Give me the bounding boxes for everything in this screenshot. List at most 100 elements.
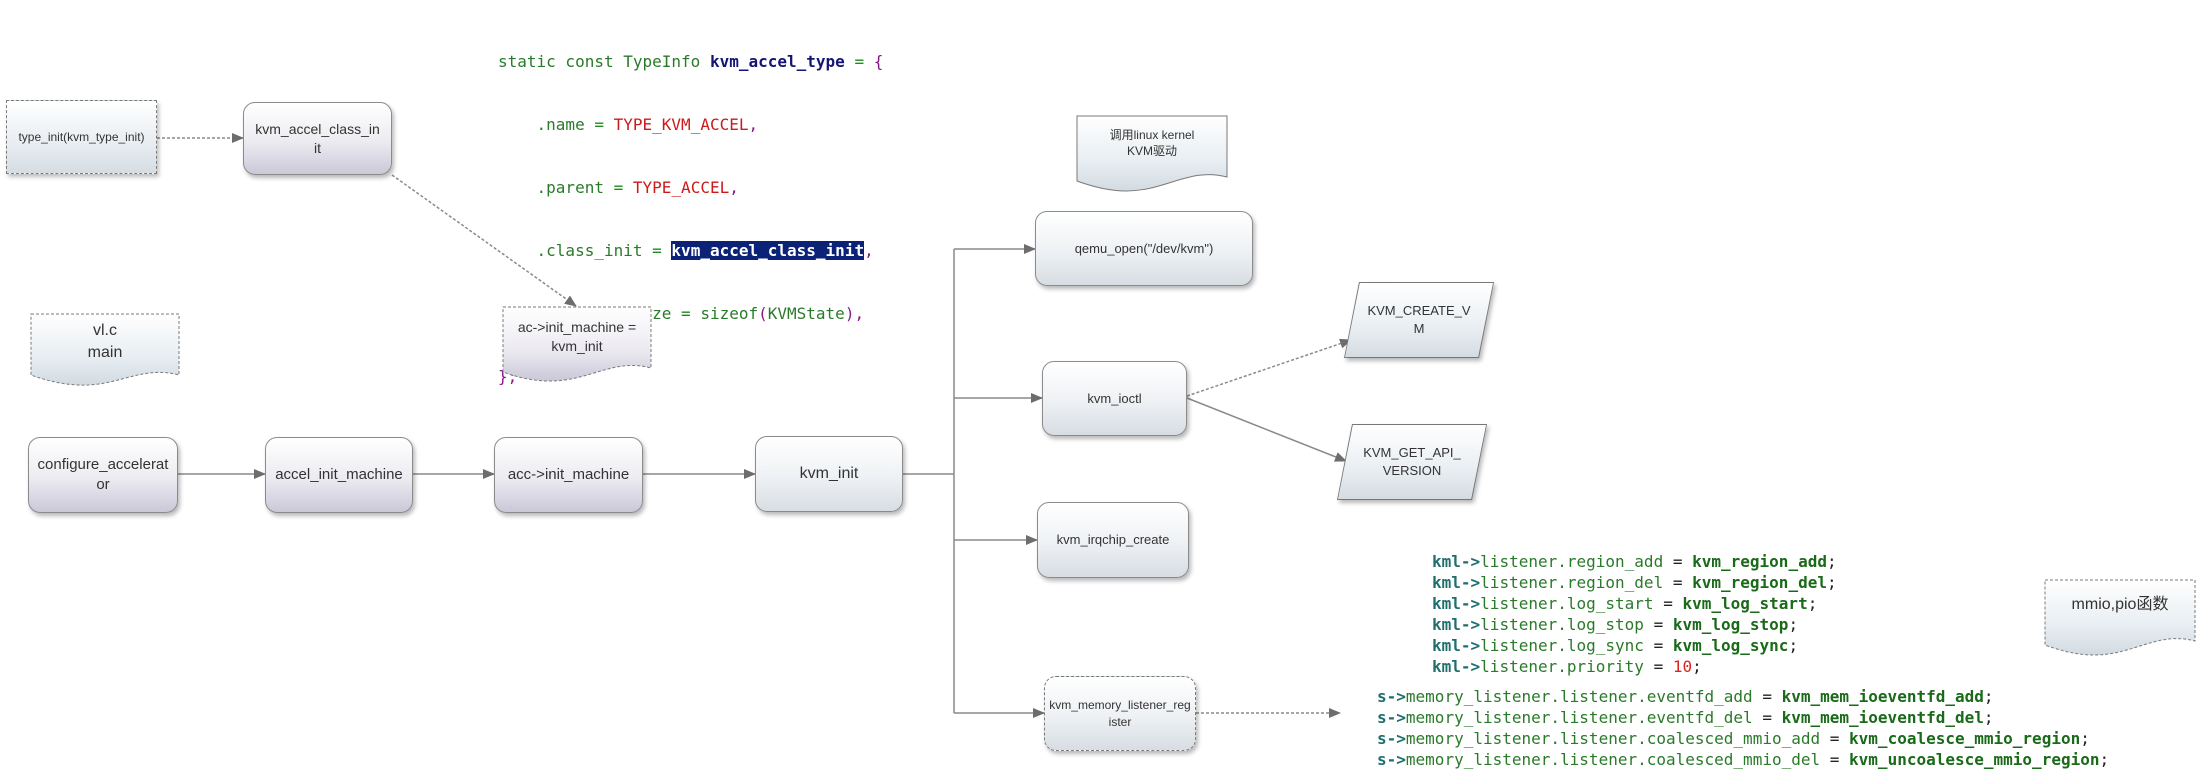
linux-kernel-line: 调用linux kernel [1109,127,1195,142]
branch-trunk [903,249,955,713]
code-object: kml [1432,657,1461,676]
code-arrow: -> [1460,573,1481,592]
code-arrow: -> [1386,729,1406,748]
code-brace: { [873,52,884,71]
code-line: s->memory_listener.listener.eventfd_add … [1377,686,2109,707]
document-shape [2044,579,2196,656]
main-label: main [87,344,123,361]
code-line: kml->listener.region_del = kvm_region_de… [1432,572,1837,593]
code-terminator: ; [1826,552,1837,571]
ac-init-machine-label: ac->init_machine = kvm_init [517,319,637,354]
highlighted-selection[interactable]: kvm_accel_class_init [671,241,865,260]
kvm-create-vm-label: KVM_CREATE_VM [1367,303,1471,336]
accel-init-machine-node[interactable]: accel_init_machine [265,437,413,513]
code-member: listener.priority [1480,657,1644,676]
typeinfo-code-snippet: static const TypeInfo kvm_accel_type = {… [498,9,883,408]
code-operator: = [1643,636,1673,655]
code-object: kml [1432,615,1461,634]
qemu-open-node[interactable]: qemu_open("/dev/kvm") [1035,211,1253,286]
code-member: memory_listener.listener.coalesced_mmio_… [1405,729,1821,748]
vl-c-label: vl.c [93,322,117,340]
configure-accelerator-node[interactable]: configure_accelerator [28,437,178,513]
kvm-get-api-version-node[interactable]: KVM_GET_API_VERSION [1337,424,1487,500]
code-operator: = [1663,573,1693,592]
code-terminator: ; [1788,615,1799,634]
code-argument: KVMState [767,304,845,323]
kvm-memory-listener-register-node[interactable]: kvm_memory_listener_register [1044,676,1196,751]
kvm-accel-class-init-node[interactable]: kvm_accel_class_init [243,102,392,175]
code-arrow: -> [1460,552,1481,571]
code-line: .class_init = kvm_accel_class_init, [498,240,883,261]
code-operator: = [613,178,624,197]
code-operator: = [1820,750,1850,769]
code-type: TypeInfo [623,52,701,71]
type-init-node[interactable]: type_init(kvm_type_init) [6,100,157,174]
code-value: kvm_log_sync [1672,636,1789,655]
code-operator: = [1820,729,1850,748]
code-object: kml [1432,552,1461,571]
code-terminator: ; [1788,636,1799,655]
code-object: s [1377,750,1387,769]
code-operator: = [1752,687,1782,706]
code-function: sizeof [700,304,759,323]
code-arrow: -> [1460,636,1481,655]
code-member: memory_listener.listener.coalesced_mmio_… [1405,750,1821,769]
code-operator: = [1663,552,1693,571]
code-value: kvm_uncoalesce_mmio_region [1849,750,2100,769]
code-value: kvm_mem_ioeventfd_del [1781,708,1984,727]
code-terminator: ; [2099,750,2110,769]
acc-init-machine-node[interactable]: acc->init_machine [494,437,643,513]
code-line: .name = TYPE_KVM_ACCEL, [498,114,883,135]
ac-init-machine-node[interactable]: ac->init_machine = kvm_init [502,306,652,384]
code-punct: , [864,241,874,260]
kvm-irqchip-create-node[interactable]: kvm_irqchip_create [1037,502,1189,578]
code-arrow: -> [1460,594,1481,613]
code-identifier: kvm_accel_type [709,52,845,71]
code-terminator: ; [1983,687,1994,706]
code-line: s->memory_listener.listener.coalesced_mm… [1377,728,2109,749]
parallelogram-fill [1338,425,1486,499]
code-member: listener.log_sync [1480,636,1644,655]
s-memory-listener-code: s->memory_listener.listener.eventfd_add … [1377,686,2109,770]
code-arrow: -> [1386,687,1406,706]
code-member: listener.log_stop [1480,615,1644,634]
code-operator: = [652,241,662,260]
code-object: kml [1432,573,1461,592]
code-operator: = [1653,594,1683,613]
code-object: s [1377,687,1387,706]
vl-c-main-label: vl.c main [30,313,180,371]
linux-kernel-kvm-label: 调用linux kernel KVM驱动 [1076,115,1228,171]
code-operator: = [1643,657,1673,676]
code-object: s [1377,708,1387,727]
kvm-ioctl-node[interactable]: kvm_ioctl [1042,361,1187,436]
code-value: kvm_log_start [1682,594,1808,613]
document-shape [1076,115,1228,192]
code-value: kvm_log_stop [1672,615,1789,634]
code-member: listener.region_del [1480,573,1664,592]
arrow-ioctl-to-create-vm [1186,338,1352,397]
arrow-ioctl-to-get-api-version [1186,397,1347,462]
code-line: .parent = TYPE_ACCEL, [498,177,883,198]
code-value: 10 [1672,657,1693,676]
code-operator: = [594,115,604,134]
code-operator: = [681,304,691,323]
code-terminator: ; [1826,573,1837,592]
code-field: .name [536,115,585,134]
code-field: .class_init [536,241,643,260]
code-punct: , [748,115,759,134]
code-value: kvm_mem_ioeventfd_add [1781,687,1984,706]
code-object: s [1377,729,1387,748]
kvm-create-vm-node[interactable]: KVM_CREATE_VM [1344,282,1494,358]
code-member: listener.log_start [1480,594,1654,613]
code-arrow: -> [1386,750,1406,769]
document-shape [30,313,180,386]
kvm-init-node[interactable]: kvm_init [755,436,903,512]
kml-listener-code: kml->listener.region_add = kvm_region_ad… [1432,551,1837,677]
code-arrow: -> [1460,615,1481,634]
arrow-class-init-to-ac-init-machine [391,174,577,307]
mmio-pio-note: mmio,pio函数 [2044,579,2196,657]
parallelogram-fill [1345,283,1493,357]
code-keyword: static const [498,52,614,71]
code-terminator: ; [1983,708,1994,727]
code-field: .parent [536,178,604,197]
